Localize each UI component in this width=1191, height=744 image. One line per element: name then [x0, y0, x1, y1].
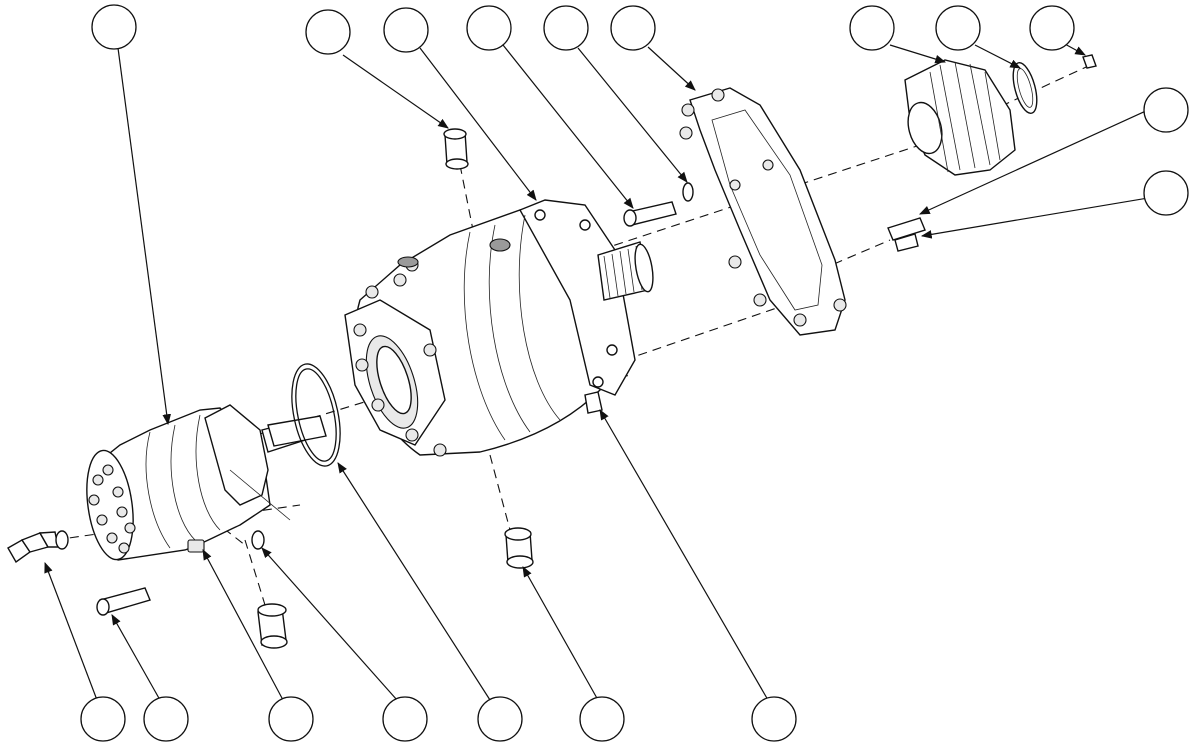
left-cap-screw	[96, 587, 151, 616]
balloon-callout	[1143, 87, 1189, 133]
port-block-housing	[86, 404, 306, 561]
o-ring-seal	[291, 363, 341, 467]
splined-output-shaft	[597, 241, 654, 301]
balloon-callout	[610, 5, 656, 51]
balloon-callouts	[80, 4, 1189, 742]
main-motor-body	[344, 199, 636, 457]
balloon-callout	[935, 5, 981, 51]
balloon-callout	[383, 7, 429, 53]
balloon-callout	[80, 696, 126, 742]
balloon-callout	[579, 696, 625, 742]
retaining-ring	[1012, 62, 1038, 114]
top-port-fitting	[443, 128, 469, 170]
balloon-callout	[268, 696, 314, 742]
lower-port-fitting	[257, 603, 288, 649]
balloon-callout	[477, 696, 523, 742]
small-washer	[682, 182, 694, 202]
shaft-cap-screw	[623, 201, 677, 227]
plate-bolt-heads	[679, 88, 847, 327]
balloon-callout	[305, 9, 351, 55]
balloon-callout	[382, 696, 428, 742]
balloon-callout	[143, 696, 189, 742]
balloon-callout	[849, 5, 895, 51]
bottom-port-fitting	[504, 527, 534, 569]
balloon-callout	[91, 4, 137, 50]
balloon-callout	[543, 5, 589, 51]
left-hydraulic-fitting	[7, 530, 69, 564]
balloon-callout	[751, 696, 797, 742]
gear-hub	[904, 59, 1016, 176]
balloon-callout	[466, 5, 512, 51]
hex-plug	[584, 391, 603, 414]
small-seal-washer	[251, 530, 265, 550]
dowel-pins	[887, 217, 926, 252]
small-key	[1082, 54, 1097, 69]
housing-bolt-heads	[88, 464, 136, 554]
hub-plate	[679, 87, 847, 336]
balloon-callout	[1143, 170, 1189, 216]
balloon-callout	[1029, 5, 1075, 51]
leader-lines	[44, 42, 1149, 701]
